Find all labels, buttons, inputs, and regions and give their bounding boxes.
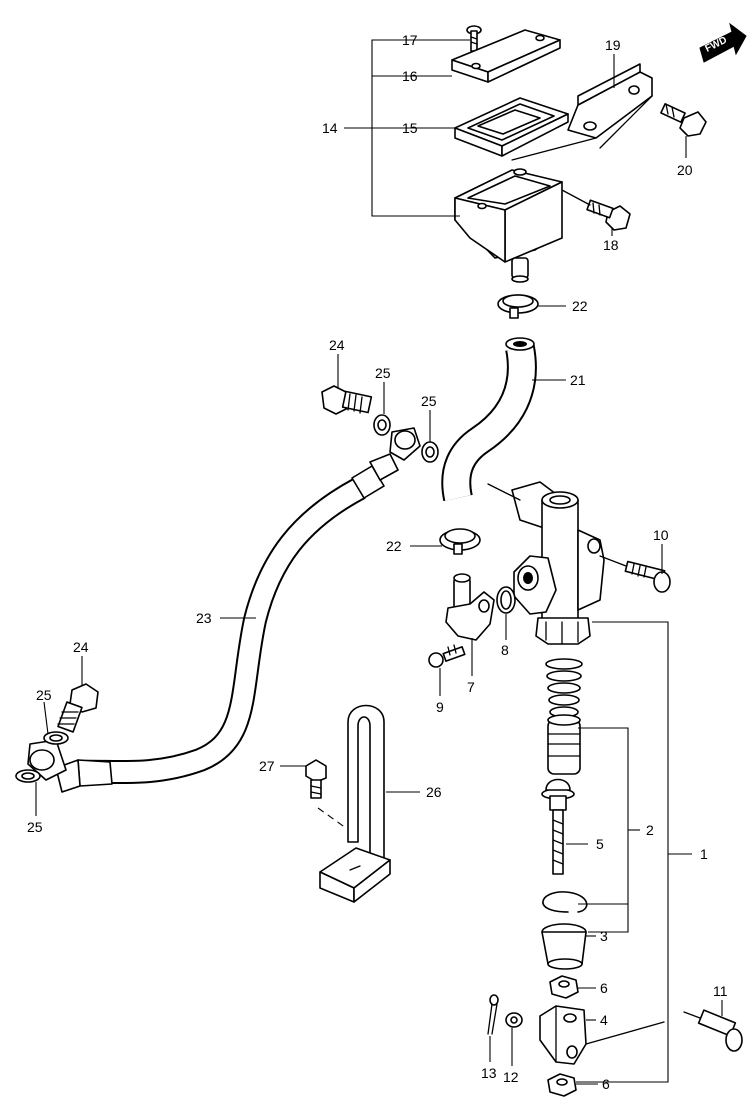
callout-1: 1 [700,846,708,862]
part-13-cotter-pin [487,994,499,1035]
part-5-pushrod [541,778,575,875]
callout-23: 23 [196,610,212,626]
callout-25-top-a: 25 [375,365,391,381]
part-7-fitting [445,573,495,641]
part-27-bolt [305,759,347,829]
callout-labels: 17 16 14 15 19 20 18 22 24 25 25 21 22 1… [27,32,728,1092]
callout-5: 5 [596,836,604,852]
part-10-bolt [599,555,671,593]
part-3-boot [541,923,587,970]
callout-24-bottom: 24 [73,639,89,655]
part-2-piston [547,714,581,775]
part-26-hose-guide [319,704,391,903]
callout-22-lower: 22 [386,538,402,554]
callout-7: 7 [467,679,475,695]
part-spring [545,658,583,718]
part-12-washer [505,1012,523,1028]
callout-24-top: 24 [329,337,345,353]
part-19-bracket [511,63,653,161]
part-11-pin [585,1009,743,1052]
part-18-bolt [561,189,631,231]
part-25-washer-c [43,731,69,745]
part-25-washer-b [421,441,439,463]
fwd-arrow-icon: FWD [699,22,747,63]
callout-6-upper: 6 [600,980,608,996]
callout-21: 21 [570,372,586,388]
callout-18: 18 [603,237,619,253]
part-16-cap [451,29,561,83]
callout-14: 14 [322,120,338,136]
part-23-brake-hose [27,427,421,793]
part-9-screw [428,644,466,668]
part-21-hose [441,337,537,502]
callout-11: 11 [713,983,728,999]
part-4-clevis [539,1005,587,1065]
callout-13: 13 [481,1065,497,1081]
callout-16: 16 [402,68,418,84]
callout-20: 20 [677,162,693,178]
leader-lines [35,39,723,1085]
part-22-clamp-lower [439,528,481,555]
callout-19: 19 [605,37,621,53]
callout-3: 3 [600,928,608,944]
callout-6-lower: 6 [602,1076,610,1092]
callout-15: 15 [402,120,418,136]
part-17-screw [466,25,482,52]
callout-22-top: 22 [572,298,588,314]
part-6-nut-lower [547,1073,577,1097]
callout-25-top-b: 25 [421,393,437,409]
callout-17: 17 [402,32,418,48]
part-8-o-ring [496,586,516,614]
callout-25-bottom-b: 25 [27,819,43,835]
part-24-bolt-top [321,385,373,415]
callout-4: 4 [600,1012,608,1028]
callout-25-bottom-a: 25 [36,687,52,703]
callout-10: 10 [653,527,669,543]
part-6-nut-upper [549,975,579,999]
part-22-clamp-top [497,294,539,319]
callout-8: 8 [501,642,509,658]
part-1-master-cylinder [487,481,605,645]
part-25-washer-a [373,414,391,436]
callout-12: 12 [503,1069,519,1085]
callout-26: 26 [426,784,442,800]
part-14-reservoir [454,168,563,283]
part-20-bolt [660,103,707,137]
callout-2: 2 [646,822,654,838]
part-25-washer-d [15,769,41,783]
part-15-diaphragm [454,97,569,157]
part-24-bolt-bottom [57,683,99,733]
callout-9: 9 [436,699,444,715]
part-circlip [542,891,588,913]
callout-27: 27 [259,758,275,774]
